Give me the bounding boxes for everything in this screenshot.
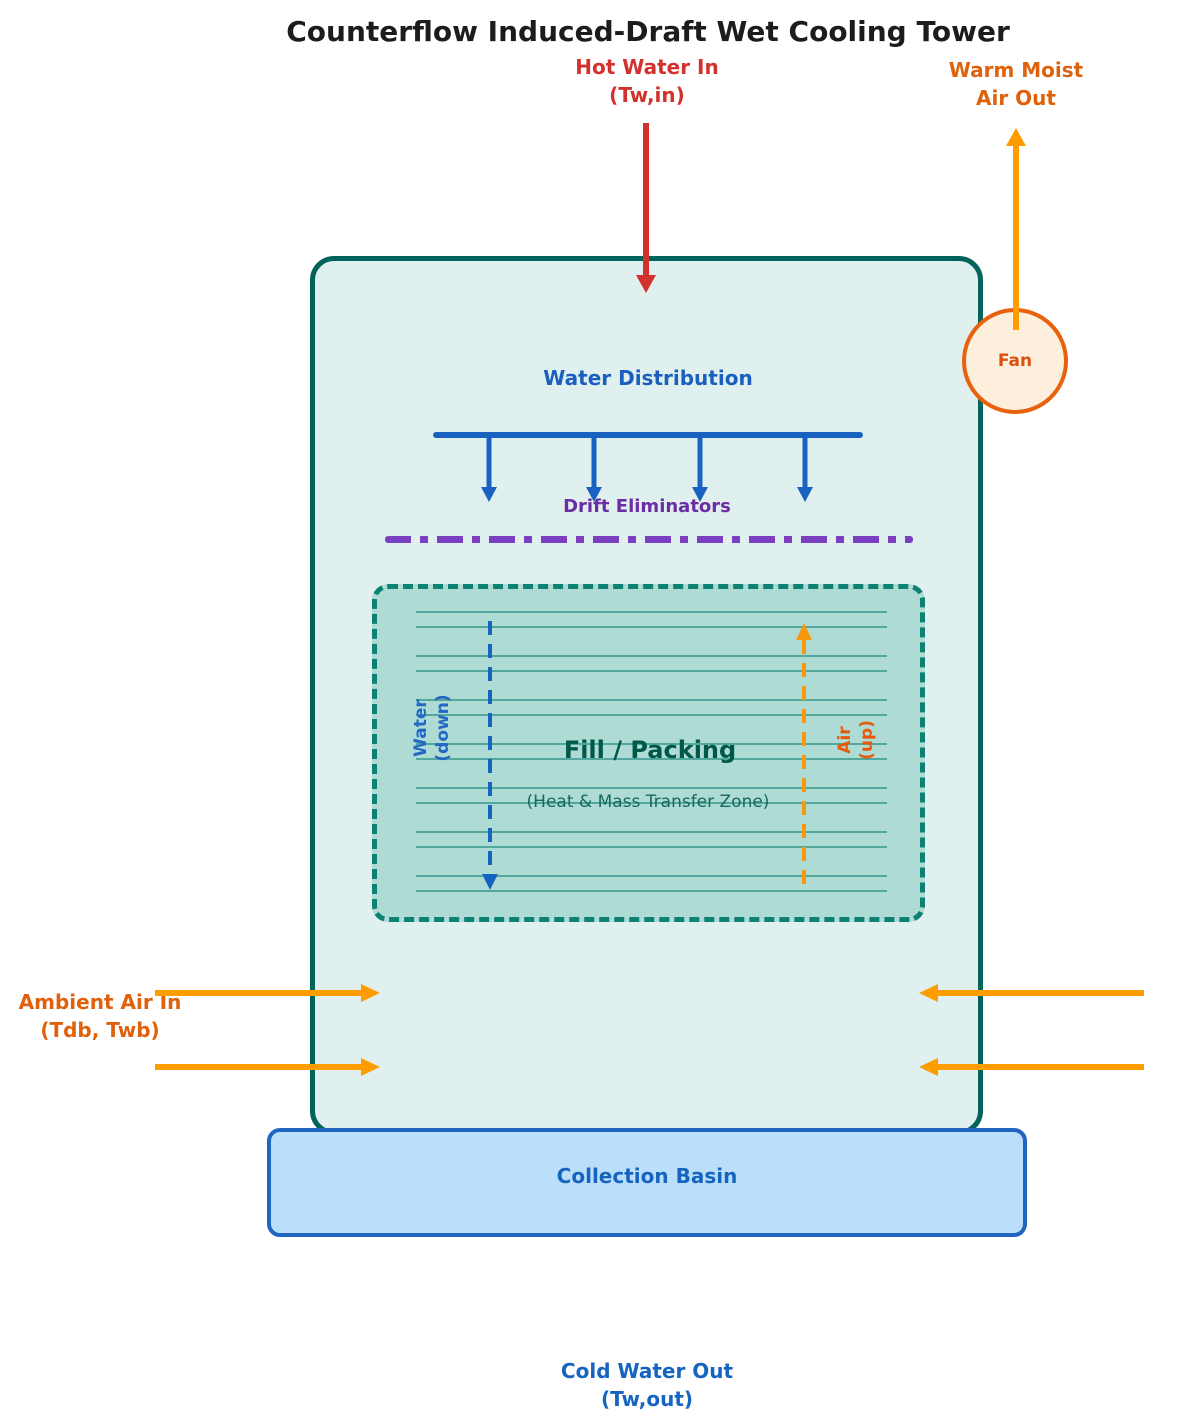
hot-water-arrow-shaft (643, 123, 649, 277)
spray-arrow-shaft (486, 436, 492, 488)
diagram-title: Counterflow Induced-Draft Wet Cooling To… (286, 15, 1010, 48)
water-distribution-label: Water Distribution (543, 366, 753, 390)
drift-eliminators-dashdot-line (385, 536, 913, 543)
spray-arrow-shaft (802, 436, 808, 488)
hot-water-line1: Hot Water In (575, 55, 719, 79)
up-arrow-icon (796, 623, 812, 640)
ambient-air-in-label: Ambient Air In (Tdb, Twb) (19, 988, 182, 1045)
ambient-arrow-left-top-shaft (155, 990, 361, 996)
hot-water-in-label: Hot Water In (Tw,in) (575, 53, 718, 110)
right-arrow-icon (361, 1058, 380, 1076)
down-arrow-icon (636, 275, 656, 293)
air-up-line2: (up) (857, 720, 877, 760)
spray-arrow-shaft (591, 436, 597, 488)
ambient-air-line1: Ambient Air In (18, 990, 182, 1014)
spray-arrow-shaft (697, 436, 703, 488)
cold-water-out-label: Cold Water Out (Tw,out) (561, 1357, 733, 1414)
up-arrow-icon (1006, 128, 1026, 146)
air-up-line1: Air (834, 726, 855, 754)
down-arrow-icon (586, 487, 602, 502)
water-down-arrow-shaft (488, 621, 492, 874)
hot-water-line2: (Tw,in) (609, 83, 685, 108)
ambient-arrow-left-bottom-shaft (155, 1064, 361, 1070)
water-distribution-header-pipe (433, 432, 863, 438)
air-up-label: Air (up) (834, 720, 878, 760)
air-up-arrow-shaft (802, 640, 806, 889)
left-arrow-icon (919, 1058, 938, 1076)
fill-packing-title: Fill / Packing (563, 736, 737, 764)
collection-basin-label: Collection Basin (556, 1163, 738, 1188)
drift-eliminators-label: Drift Eliminators (563, 496, 731, 517)
down-arrow-icon (482, 874, 498, 890)
water-down-line2: (down) (433, 694, 453, 762)
ambient-arrow-right-top-shaft (938, 990, 1144, 996)
cold-water-line2: (Tw,out) (600, 1387, 694, 1412)
air-out-arrow-shaft (1013, 146, 1019, 330)
right-arrow-icon (361, 984, 380, 1002)
down-arrow-icon (481, 487, 497, 502)
down-arrow-icon (797, 487, 813, 502)
fan-label: Fan (997, 351, 1033, 371)
cold-water-line1: Cold Water Out (560, 1359, 734, 1383)
collection-basin: Collection Basin (267, 1128, 1027, 1237)
water-down-label: Water (down) (410, 694, 454, 761)
down-arrow-icon (692, 487, 708, 502)
fill-packing-lines (416, 611, 887, 893)
water-down-line1: Water (410, 699, 431, 757)
warm-air-line1: Warm Moist (948, 58, 1084, 82)
warm-air-line2: Air Out (976, 86, 1056, 111)
left-arrow-icon (919, 984, 938, 1002)
heat-mass-transfer-subtitle: (Heat & Mass Transfer Zone) (526, 792, 770, 812)
ambient-air-line2: (Tdb, Twb) (40, 1018, 160, 1043)
warm-air-out-label: Warm Moist Air Out (949, 56, 1083, 113)
ambient-arrow-right-bottom-shaft (938, 1064, 1144, 1070)
